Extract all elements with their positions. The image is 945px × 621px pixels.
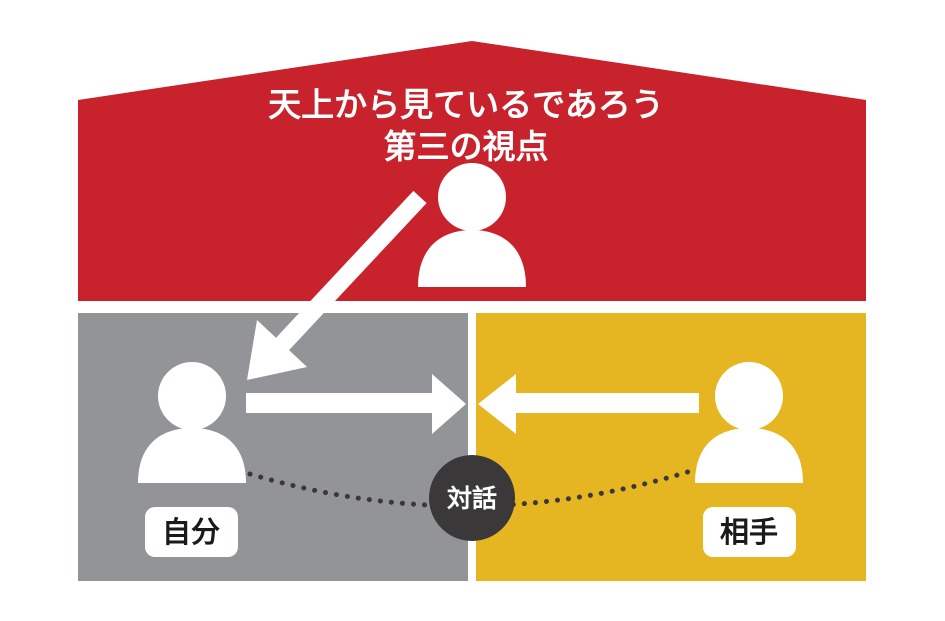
roof-title-line2: 第三の視点 xyxy=(384,127,549,166)
dialogue-circle xyxy=(429,455,515,541)
other-label: 相手 xyxy=(720,515,778,549)
dialogue-dotted-arc xyxy=(247,467,697,509)
other-label-badge xyxy=(703,507,796,557)
observer-person-icon xyxy=(418,163,526,287)
roof-title-line1: 天上から見ているであろう xyxy=(268,85,664,124)
observer-to-self-arrow-icon xyxy=(247,190,427,380)
other-person-icon xyxy=(695,362,803,483)
self-label-badge xyxy=(145,507,238,557)
self-to-center-arrow-icon xyxy=(246,374,466,434)
self-label: 自分 xyxy=(162,515,220,549)
other-panel xyxy=(476,313,866,581)
self-person-icon xyxy=(138,362,246,483)
dialogue-label: 対話 xyxy=(447,484,497,513)
other-to-center-arrow-icon xyxy=(478,374,699,434)
